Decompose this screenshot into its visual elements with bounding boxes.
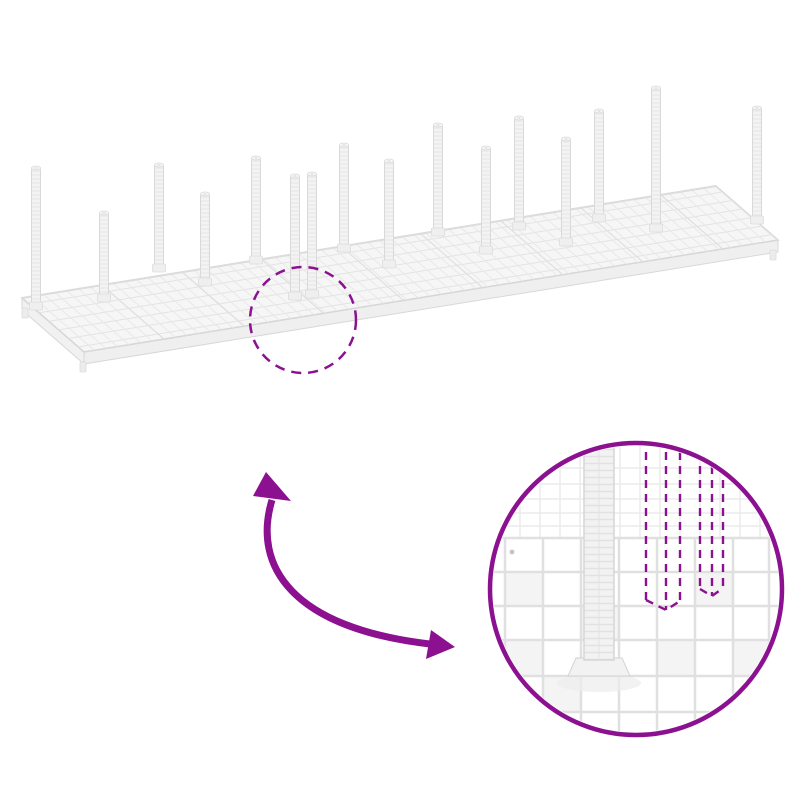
- dashed-peg-slots: [644, 446, 725, 612]
- arrowhead-up-icon: [253, 472, 291, 501]
- peg: [479, 145, 493, 255]
- peg: [29, 165, 43, 311]
- peg: [750, 105, 764, 225]
- peg: [559, 136, 573, 247]
- speck: [509, 549, 515, 555]
- peg: [512, 115, 526, 231]
- magnifier-inset: [487, 440, 785, 738]
- inset-ring: [487, 440, 785, 738]
- peg: [337, 142, 351, 253]
- peg: [649, 85, 663, 233]
- rack-feet: [21, 249, 777, 373]
- peg: [382, 158, 396, 269]
- rotation-arrow: [253, 472, 455, 659]
- peg: [431, 122, 445, 237]
- inset-peg-column: [557, 446, 641, 692]
- highlight-circle: [248, 265, 358, 375]
- inset-far-grid: [493, 446, 779, 538]
- rotation-arrow-curve: [263, 498, 431, 648]
- peg: [592, 108, 606, 223]
- peg: [305, 171, 319, 299]
- peg: [97, 210, 111, 303]
- peg: [288, 173, 302, 301]
- peg: [152, 162, 166, 273]
- pegs: [29, 85, 764, 311]
- peg: [198, 191, 212, 287]
- arrowhead-right-icon: [426, 630, 455, 659]
- peg: [249, 155, 263, 265]
